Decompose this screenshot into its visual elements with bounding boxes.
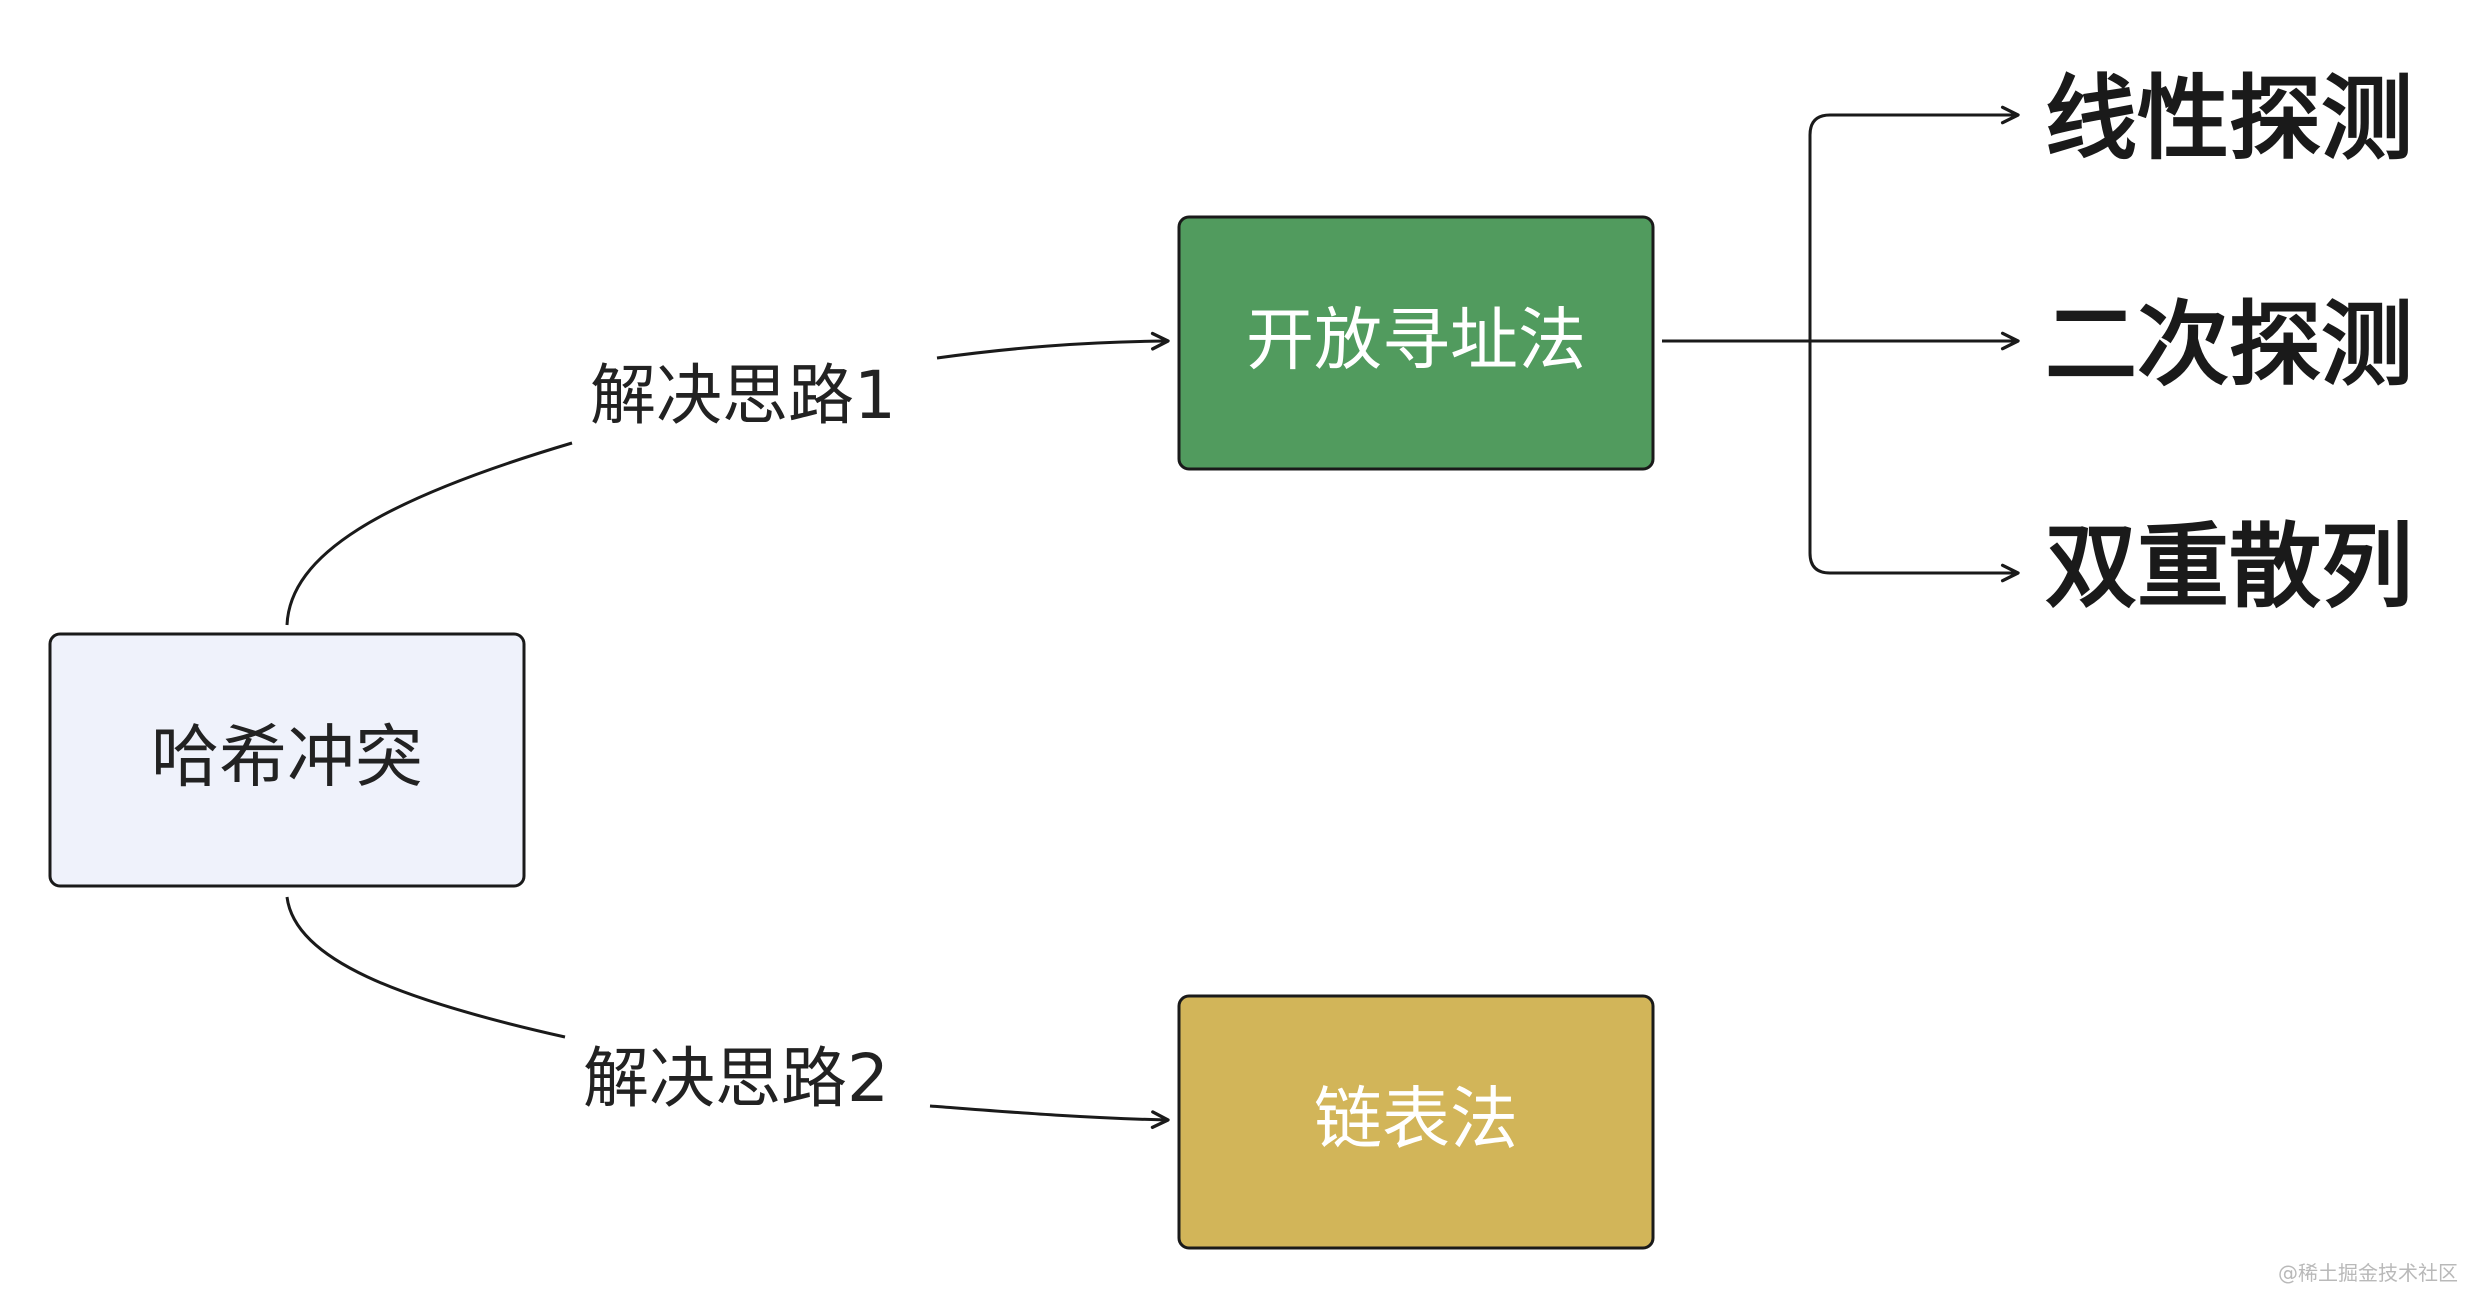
leaf-quadratic-probing: 二次探测 <box>2045 291 2413 398</box>
edge-label-approach-2: 解决思路2 <box>583 1040 889 1117</box>
chaining-label: 链表法 <box>1314 1081 1518 1160</box>
edge-root-to-open-arrow <box>936 331 1170 360</box>
watermark: @稀土掘金技术社区 <box>2278 1261 2458 1285</box>
chaining-box <box>1177 994 1655 1250</box>
edge-label-approach-1: 解决思路1 <box>590 357 896 434</box>
root-node-box <box>48 632 526 888</box>
open-addressing-label: 开放寻址法 <box>1246 302 1586 381</box>
leaf-double-hashing: 双重散列 <box>2045 513 2413 620</box>
edge-root-to-chain-arrow <box>929 1104 1170 1129</box>
edge-root-to-open-upper <box>285 441 573 626</box>
open-addressing-box <box>1177 215 1655 471</box>
branch-connector <box>1662 113 2018 575</box>
leaf-linear-probing: 线性探测 <box>2045 65 2413 172</box>
root-node-label: 哈希冲突 <box>151 719 423 798</box>
edge-root-to-chain-lower <box>285 896 566 1039</box>
